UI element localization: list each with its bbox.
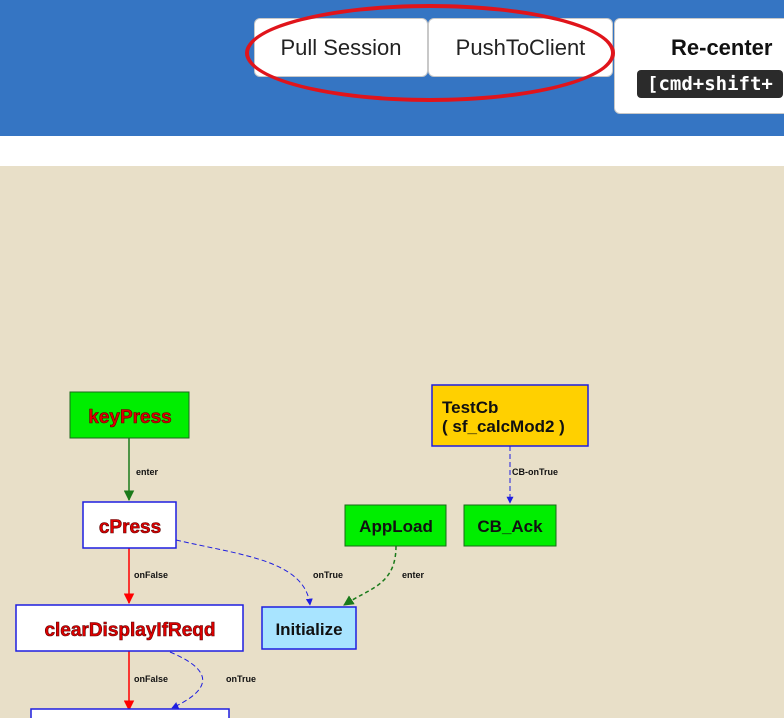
recenter-button[interactable]: Re-center [cmd+shift+	[614, 18, 784, 114]
node-appload[interactable]: AppLoad	[344, 504, 447, 547]
node-testcb-label-line2: ( sf_calcMod2 )	[442, 417, 565, 436]
node-initialize-label: Initialize	[275, 620, 342, 639]
edge-label-clear-next-true: onTrue	[226, 674, 256, 684]
toolbar-divider-strip	[0, 136, 784, 166]
edge-label-appload-initialize: enter	[402, 570, 425, 580]
edge-label-cpress-clear: onFalse	[134, 570, 168, 580]
edge-appload-initialize	[343, 545, 397, 606]
recenter-shortcut-hint: [cmd+shift+	[637, 70, 783, 98]
node-next-partial[interactable]	[30, 708, 230, 718]
node-cpress-label: cPress	[99, 517, 161, 538]
edge-cpress-initialize	[175, 539, 313, 606]
node-appload-label: AppLoad	[359, 517, 433, 536]
node-cpress[interactable]: cPress	[82, 501, 177, 549]
pull-session-button[interactable]: Pull Session	[254, 18, 428, 77]
node-cb-ack[interactable]: CB_Ack	[463, 504, 557, 547]
edge-clear-next-true	[169, 651, 204, 709]
node-keypress-label: keyPress	[88, 407, 171, 428]
edge-label-cpress-initialize: onTrue	[313, 570, 343, 580]
node-keypress[interactable]: keyPress	[69, 391, 190, 439]
recenter-label: Re-center	[671, 35, 773, 60]
node-testcb-label-line1: TestCb	[442, 398, 498, 417]
node-initialize[interactable]: Initialize	[261, 606, 357, 650]
node-clear-display-label: clearDisplayIfReqd	[44, 620, 215, 641]
node-clear-display[interactable]: clearDisplayIfReqd	[15, 604, 244, 652]
edge-label-keypress-cpress: enter	[136, 467, 159, 477]
edge-label-clear-next-false: onFalse	[134, 674, 168, 684]
edge-label-testcb-cback: CB-onTrue	[512, 467, 558, 477]
node-cb-ack-label: CB_Ack	[477, 517, 543, 536]
node-testcb[interactable]: TestCb ( sf_calcMod2 )	[431, 384, 589, 447]
